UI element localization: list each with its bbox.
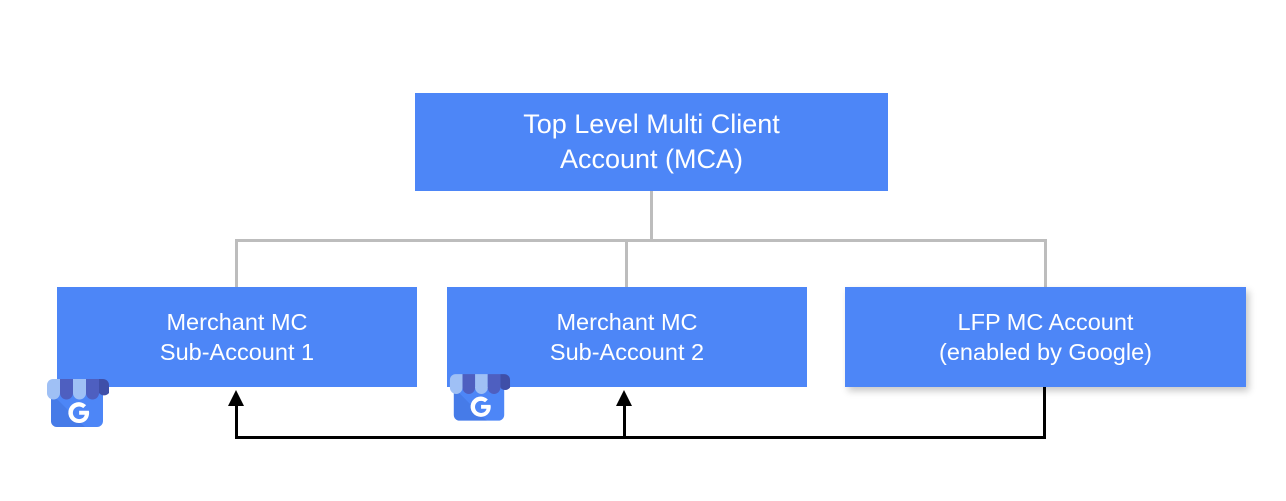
node-merchant-sub-account-1-line2: Sub-Account 1 bbox=[159, 339, 315, 365]
node-merchant-sub-account-2[interactable]: Merchant MC Sub-Account 2 bbox=[447, 287, 807, 387]
flow-line-to-sub2 bbox=[623, 402, 626, 438]
node-merchant-sub-account-1-line1: Merchant MC bbox=[166, 308, 308, 335]
node-top-level-mca-line1: Top Level Multi Client bbox=[523, 109, 780, 140]
node-merchant-sub-account-2-label: Merchant MC Sub-Account 2 bbox=[447, 307, 807, 367]
node-merchant-sub-account-1-label: Merchant MC Sub-Account 1 bbox=[57, 307, 417, 367]
node-lfp-mc-account-label: LFP MC Account (enabled by Google) bbox=[845, 307, 1246, 367]
node-merchant-sub-account-2-line2: Sub-Account 2 bbox=[549, 339, 705, 365]
node-lfp-mc-account-line2: (enabled by Google) bbox=[939, 339, 1152, 365]
connector-drop-sub2 bbox=[625, 239, 628, 289]
connector-horizontal-bar bbox=[235, 239, 1047, 242]
connector-top-stem bbox=[650, 191, 653, 241]
arrowhead-to-sub2-icon bbox=[616, 390, 632, 406]
node-top-level-mca[interactable]: Top Level Multi Client Account (MCA) bbox=[415, 93, 888, 191]
connector-drop-sub1 bbox=[235, 239, 238, 289]
connector-drop-lfp bbox=[1044, 239, 1047, 289]
node-lfp-mc-account-line1: LFP MC Account bbox=[957, 308, 1134, 335]
node-top-level-mca-label: Top Level Multi Client Account (MCA) bbox=[415, 107, 888, 176]
node-lfp-mc-account[interactable]: LFP MC Account (enabled by Google) bbox=[845, 287, 1246, 387]
google-business-profile-icon bbox=[44, 367, 110, 431]
flow-line-to-sub1 bbox=[235, 402, 238, 438]
google-business-profile-icon bbox=[447, 362, 511, 425]
arrowhead-to-sub1-icon bbox=[228, 390, 244, 406]
node-merchant-sub-account-1[interactable]: Merchant MC Sub-Account 1 bbox=[57, 287, 417, 387]
flow-line-from-lfp bbox=[1043, 387, 1046, 439]
flow-line-horizontal bbox=[235, 436, 1046, 439]
node-top-level-mca-line2: Account (MCA) bbox=[559, 144, 744, 174]
node-merchant-sub-account-2-line1: Merchant MC bbox=[556, 308, 698, 335]
